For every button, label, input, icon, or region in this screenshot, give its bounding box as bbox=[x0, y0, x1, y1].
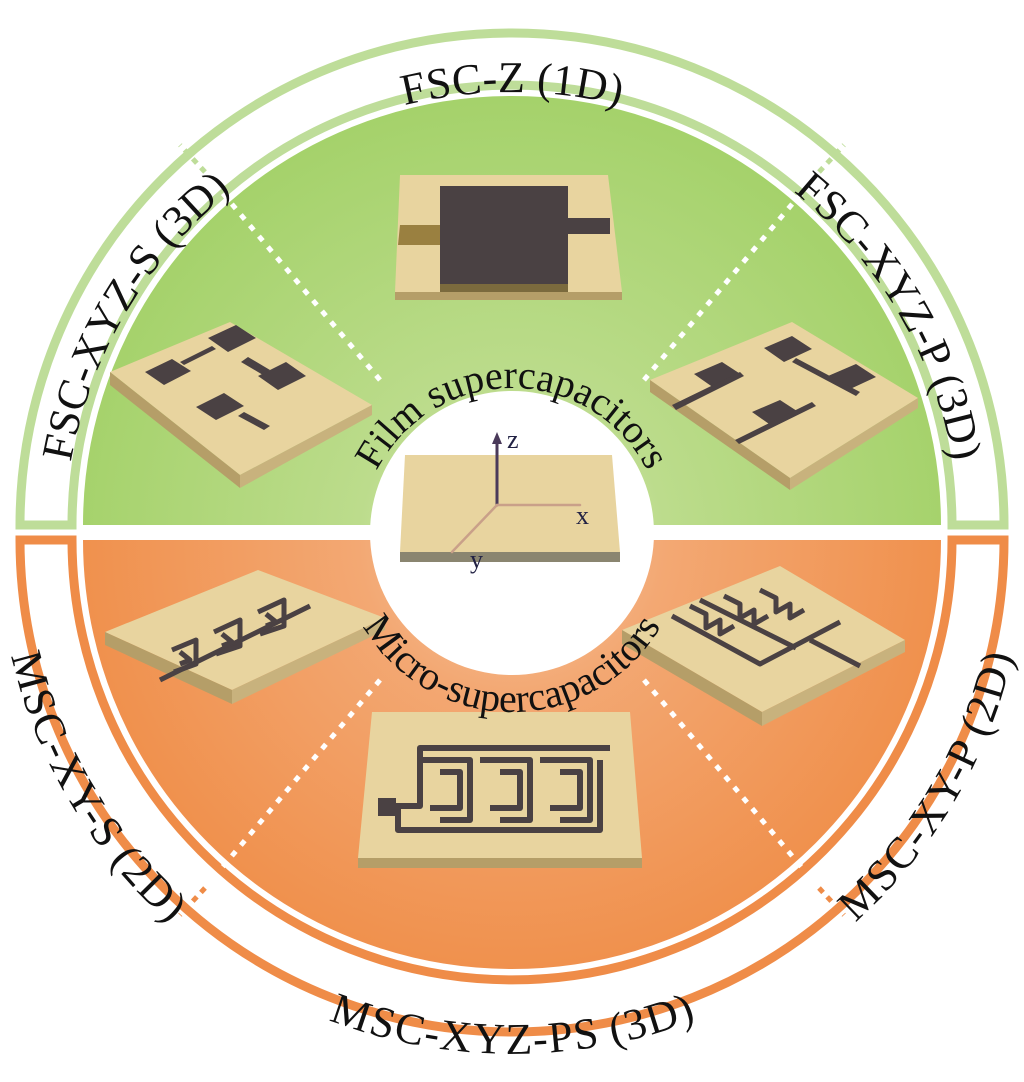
axis-x-label: x bbox=[576, 501, 589, 530]
axis-z-label: z bbox=[507, 425, 519, 454]
fsc-xyz-p-device bbox=[650, 322, 918, 490]
msc-xy-p-device bbox=[622, 566, 905, 726]
micro-inner-gap bbox=[77, 539, 947, 975]
axis-y-label: y bbox=[470, 545, 483, 574]
msc-xy-s-device bbox=[105, 570, 385, 704]
center-substrate bbox=[400, 455, 620, 562]
fsc-xyz-s-device bbox=[110, 322, 372, 488]
film-inner-gap bbox=[77, 90, 947, 526]
micro-outer-ring bbox=[15, 535, 1009, 1037]
fsc-z-device bbox=[395, 175, 622, 300]
coordinate-axes bbox=[450, 432, 582, 554]
film-outer-ring bbox=[15, 28, 1009, 530]
msc-xyz-ps-device bbox=[358, 712, 642, 868]
